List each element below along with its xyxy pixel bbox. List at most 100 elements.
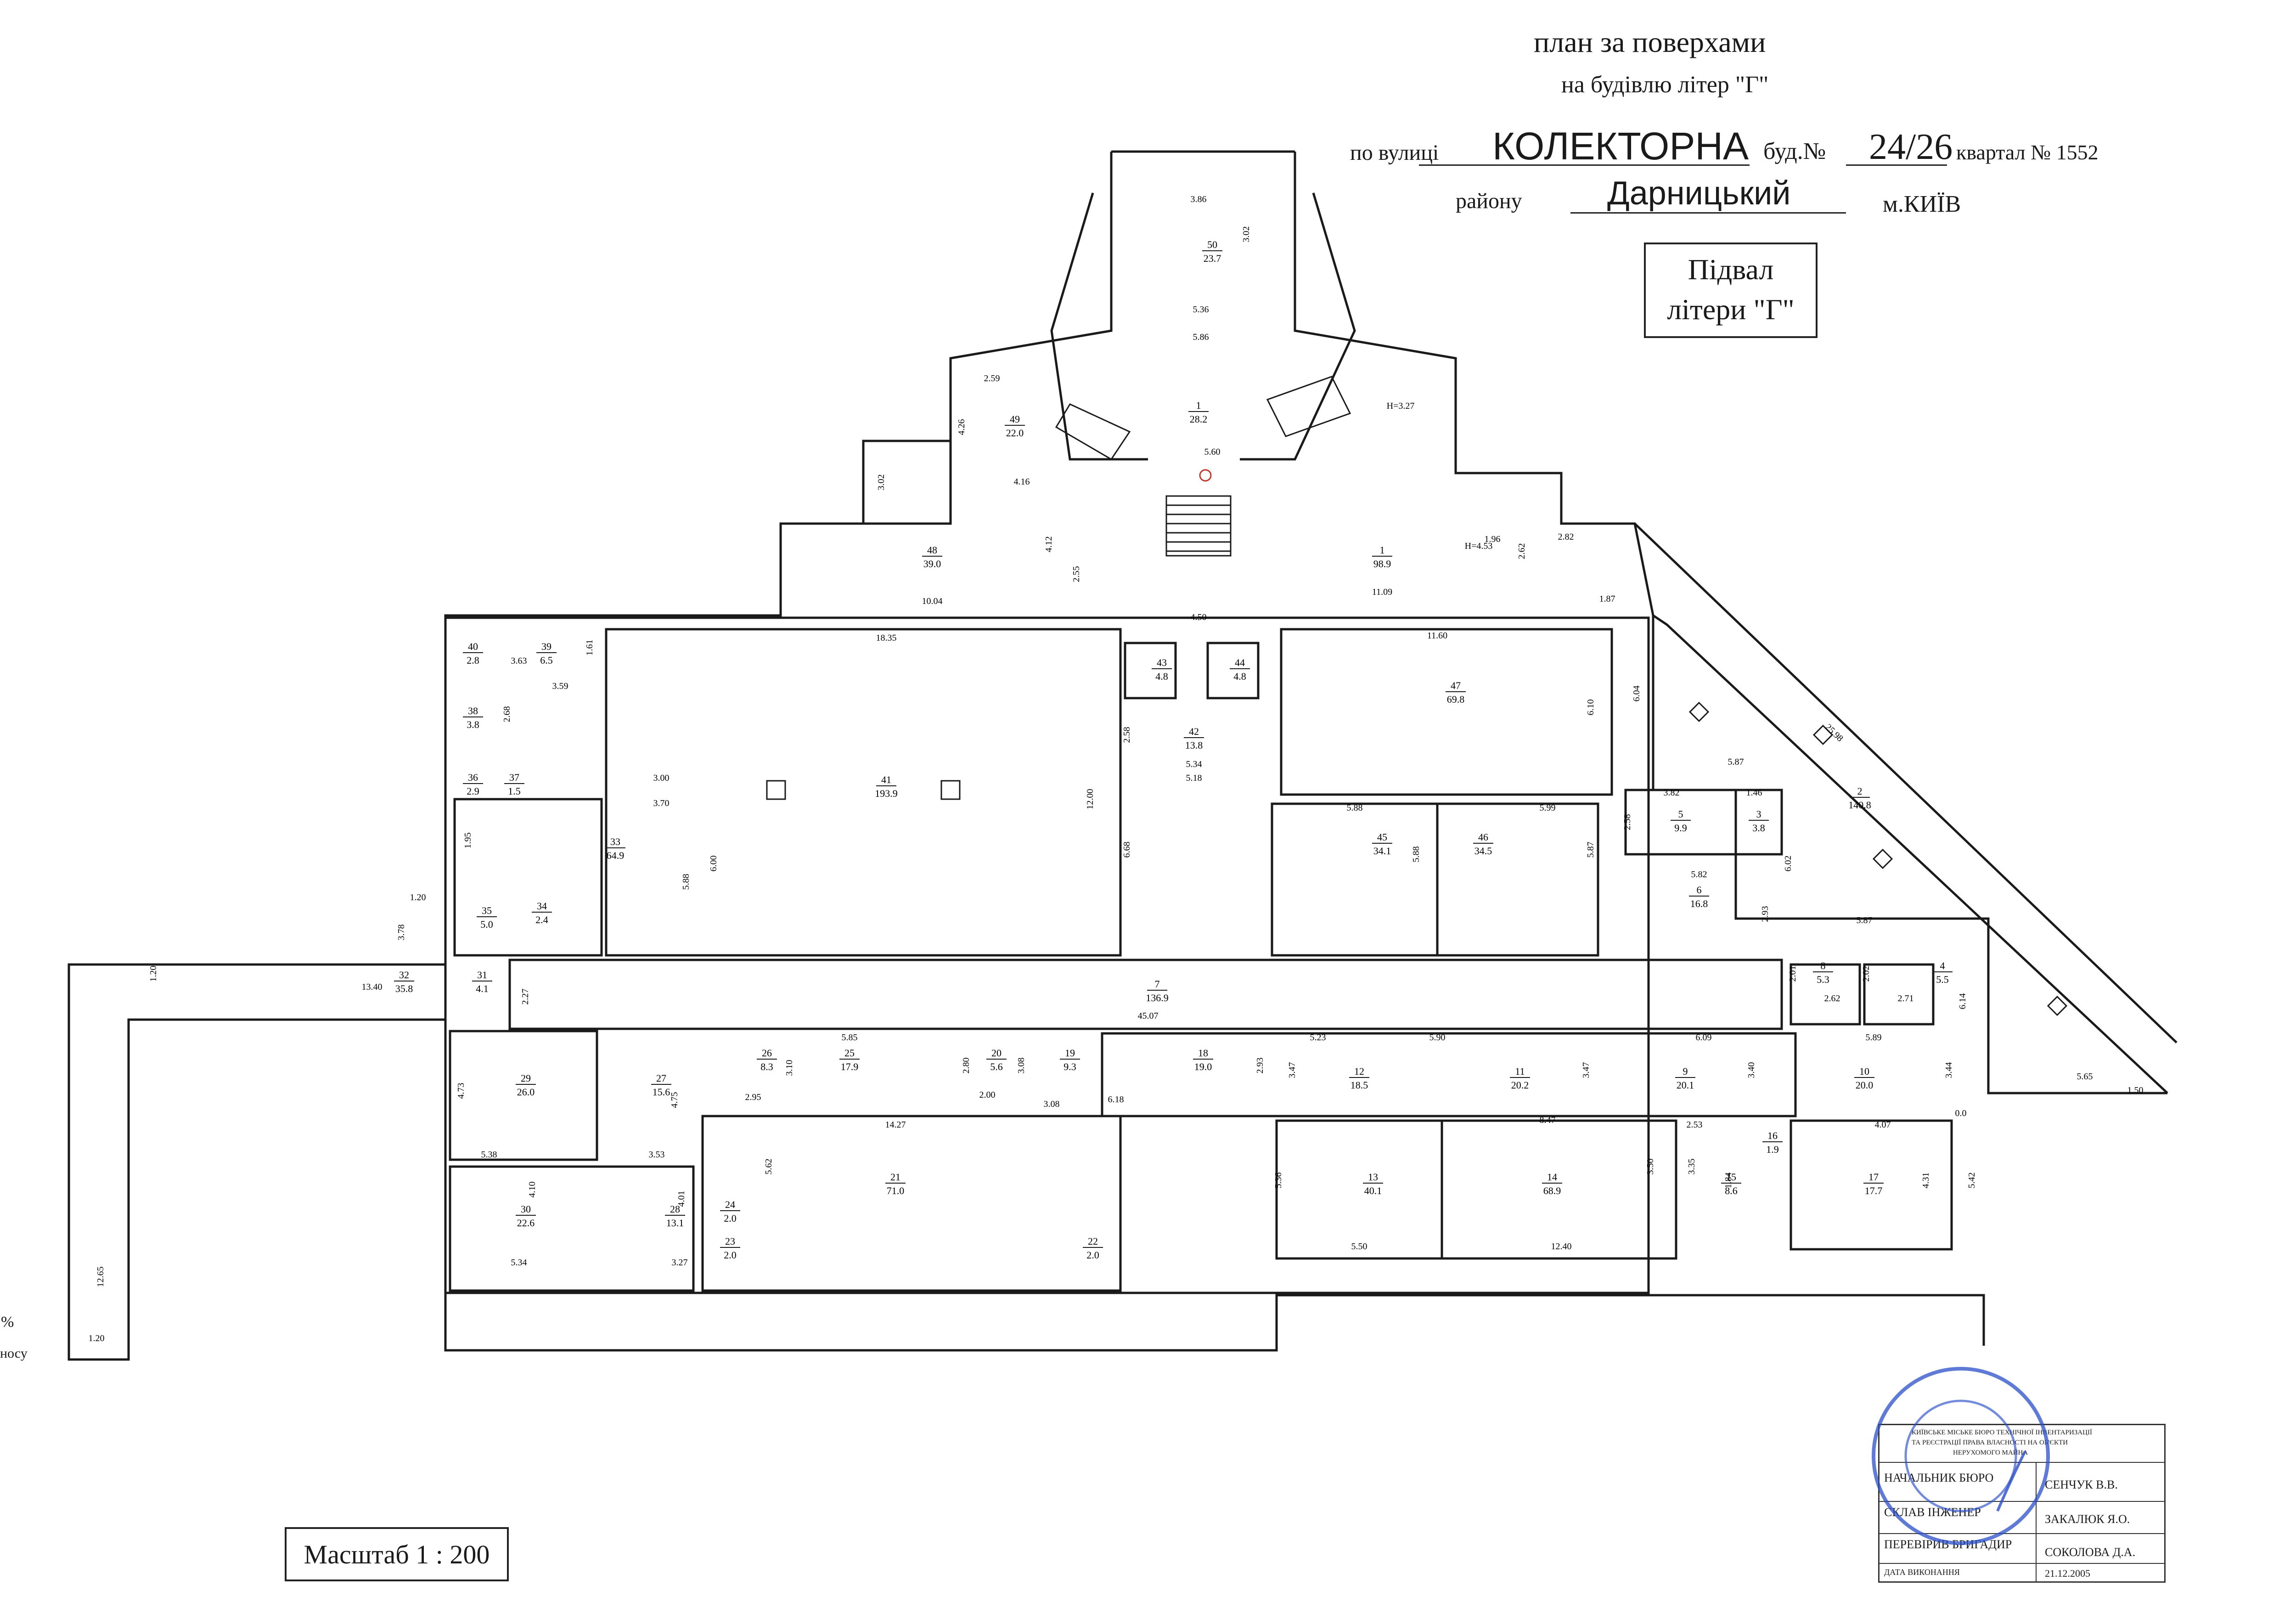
dimension-label: 5.87 (1857, 915, 1873, 925)
dimension-label: 3.63 (511, 656, 527, 666)
room-label-39: 396.5 (536, 641, 557, 666)
wall-room-3 (1734, 789, 1783, 856)
floor-label-box: Підвал літери "Г" (1644, 243, 1818, 338)
room-label-6: 616.8 (1689, 884, 1709, 909)
wall-room-21 (701, 1115, 1122, 1292)
quarter-label: квартал № 1552 (1956, 141, 2099, 164)
room-area: 16.8 (1690, 898, 1708, 909)
stamp-name-4: 21.12.2005 (2045, 1568, 2090, 1579)
room-area: 5.3 (1817, 974, 1829, 985)
official-seal (1872, 1367, 2050, 1545)
room-label-26: 268.3 (757, 1047, 777, 1072)
dimension-label: 4.12 (1044, 536, 1054, 553)
room-area: 2.8 (467, 654, 479, 666)
room-area: 17.9 (841, 1061, 859, 1072)
room-label-5: 59.9 (1671, 808, 1691, 834)
room-area: 1.5 (508, 785, 521, 797)
room-area: 193.9 (875, 788, 898, 799)
dimension-label: 5.38 (481, 1150, 497, 1160)
room-number: 50 (1207, 239, 1217, 250)
room-label-9: 920.1 (1675, 1066, 1695, 1091)
room-number: 17 (1868, 1171, 1879, 1183)
room-label-1: 198.9 (1372, 544, 1392, 570)
room-label-37: 371.5 (504, 772, 524, 797)
room-area: 40.1 (1364, 1185, 1382, 1196)
dimension-label: 5.88 (1347, 803, 1363, 813)
dimension-label: 4.10 (527, 1182, 537, 1198)
stamp-name-3: СОКОЛОВА Д.А. (2045, 1546, 2136, 1559)
dimension-label: 0.0 (1955, 1108, 1967, 1118)
room-number: 25 (844, 1047, 855, 1059)
district-label: району (1456, 189, 1522, 213)
dimension-label: 6.00 (709, 856, 719, 872)
dimension-label: 5.99 (1540, 803, 1556, 813)
room-number: 27 (656, 1072, 666, 1084)
room-area: 2.9 (467, 785, 479, 797)
wall-room-13 (1275, 1119, 1443, 1260)
dimension-label: 2.82 (1558, 532, 1574, 542)
marker-diamond-2 (1812, 724, 1834, 745)
room-number: 44 (1235, 657, 1245, 668)
room-label-38: 383.8 (463, 705, 483, 730)
dimension-label: 3.27 (672, 1258, 688, 1268)
wall-main-block-outer (444, 616, 1650, 1294)
title-block-stamp: КИЇВСЬКЕ МІСЬКЕ БЮРО ТЕХНІЧНОЇ ІНВЕНТАРИ… (1878, 1424, 2166, 1583)
dimension-label: 8.47 (1540, 1115, 1556, 1125)
room-number: 15 (1726, 1171, 1736, 1183)
room-area: 71.0 (887, 1185, 905, 1196)
dimension-label: 6.04 (1632, 686, 1642, 702)
dimension-label: 3.08 (1044, 1099, 1060, 1109)
building-underline (1846, 164, 1947, 166)
wall-room-4 (1863, 963, 1935, 1026)
district-underline (1570, 212, 1846, 214)
room-label-40: 402.8 (463, 641, 483, 666)
dimension-label: 2.59 (984, 373, 1000, 384)
room-number: 33 (610, 836, 620, 847)
wall-diagonal-east (1634, 523, 2178, 1044)
wall-top-tower-right (1294, 152, 2167, 1094)
wall-room-43 (1124, 642, 1177, 699)
room-label-23: 232.0 (720, 1235, 740, 1261)
room-label-44: 444.8 (1230, 657, 1250, 682)
room-label-4: 45.5 (1932, 960, 1953, 985)
room-number: 29 (521, 1072, 531, 1084)
room-label-33: 33 64.9 (605, 836, 625, 861)
room-number: 28 (670, 1203, 680, 1215)
stamp-role-1: НАЧАЛЬНИК БЮРО (1884, 1471, 1994, 1484)
room-area: 5.5 (1936, 974, 1949, 985)
dimension-label: 5.90 (1429, 1032, 1446, 1043)
plan-subtitle: на будівлю літер "Г" (1561, 72, 1769, 98)
district-name: Дарницький (1607, 175, 1791, 212)
room-label-8: 85.3 (1813, 960, 1833, 985)
dimension-label: 5.87 (1586, 842, 1596, 858)
dimension-label: H=3.27 (1387, 401, 1415, 411)
dimension-label: 5.82 (1691, 869, 1707, 880)
room-area: 4.1 (476, 983, 489, 994)
dimension-label: 3.02 (1241, 226, 1251, 243)
room-label-16: 161.9 (1762, 1130, 1783, 1155)
room-number: 34 (537, 900, 547, 912)
wall-room-29 (449, 1030, 598, 1161)
building-number: 24/26 (1869, 127, 1953, 167)
dimension-label: 13.40 (362, 982, 383, 992)
marker-diamond-4 (2047, 995, 2068, 1016)
wall-diagonal-east-inner (1652, 614, 2168, 1094)
room-area: 64.9 (607, 850, 625, 861)
wall-room-41 (605, 628, 1122, 957)
wall-upper-steps (862, 358, 952, 524)
room-number: 37 (509, 772, 519, 783)
room-area: 20.1 (1677, 1079, 1694, 1091)
dimension-label: 11.09 (1372, 587, 1392, 597)
street-label: по вулиці (1350, 141, 1439, 165)
room-number: 36 (468, 772, 478, 783)
room-number: 43 (1157, 657, 1167, 668)
dimension-label: 12.40 (1551, 1241, 1572, 1252)
margin-text-nosu: носу (0, 1346, 28, 1361)
room-number: 18 (1198, 1047, 1208, 1059)
dimension-label: 3.44 (1944, 1062, 1954, 1078)
wall-room-8 (1790, 963, 1861, 1026)
